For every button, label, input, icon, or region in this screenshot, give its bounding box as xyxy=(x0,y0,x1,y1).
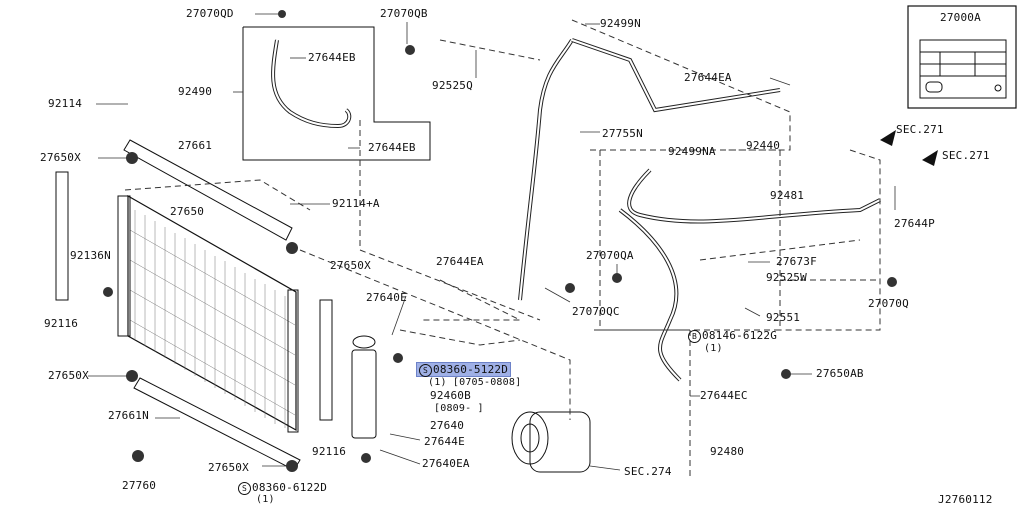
label-27644EC: 27644EC xyxy=(700,389,748,402)
label-27640EA: 27640EA xyxy=(422,457,470,470)
label-27650: 27650 xyxy=(170,205,205,218)
label-27673F: 27673F xyxy=(776,255,817,268)
label-SEC271-a: SEC.271 xyxy=(896,123,944,136)
label-27644EB-top: 27644EB xyxy=(308,51,356,64)
label-27070QD: 27070QD xyxy=(186,7,234,20)
receiver-tank-27640 xyxy=(351,349,377,439)
label-08360-6122D-sub: (1) xyxy=(256,494,275,505)
diagram-id: J2760112 xyxy=(938,493,993,506)
label-08360-5122D-sub: (1) [0705-0808] xyxy=(428,377,522,388)
label-SEC274: SEC.274 xyxy=(624,465,672,478)
label-27755N: 27755N xyxy=(602,127,643,140)
label-92481: 92481 xyxy=(770,189,805,202)
label-92499N: 92499N xyxy=(600,17,641,30)
condenser-27650 xyxy=(127,194,297,432)
pipe-92481 xyxy=(627,168,881,224)
label-92480: 92480 xyxy=(710,445,745,458)
label-08360-6122D-text: 08360-6122D xyxy=(252,481,328,494)
label-27650X-a: 27650X xyxy=(40,151,81,164)
label-27661N: 27661N xyxy=(108,409,149,422)
label-92116-mid: 92116 xyxy=(312,445,347,458)
label-27070QA: 27070QA xyxy=(586,249,634,262)
label-08146-6122G-sub: (1) xyxy=(704,343,723,354)
label-92116-left: 92116 xyxy=(44,317,79,330)
label-92460B: 92460B xyxy=(430,389,471,402)
label-92114A: 92114+A xyxy=(332,197,380,210)
label-92460B-sub: [0809- ] xyxy=(434,403,484,414)
label-27644EA-mid: 27644EA xyxy=(436,255,484,268)
label-27070QB: 27070QB xyxy=(380,7,428,20)
seal-92116-mid xyxy=(319,299,333,421)
circle-s-icon: S xyxy=(419,364,432,377)
label-27644E: 27644E xyxy=(424,435,465,448)
label-27000A: 27000A xyxy=(940,11,981,24)
seal-92116-left xyxy=(55,171,69,301)
compressor xyxy=(511,411,591,473)
label-92490: 92490 xyxy=(178,85,213,98)
label-box-27000A xyxy=(907,5,1017,109)
label-27650X-d: 27650X xyxy=(208,461,249,474)
label-27760: 27760 xyxy=(122,479,157,492)
label-27070Q: 27070Q xyxy=(868,297,909,310)
label-SEC271-b: SEC.271 xyxy=(942,149,990,162)
pipe-92440 xyxy=(518,38,574,301)
circle-s-icon: S xyxy=(238,482,251,495)
label-27644EB-low: 27644EB xyxy=(368,141,416,154)
label-27640E: 27640E xyxy=(366,291,407,304)
label-92499NA: 92499NA xyxy=(668,145,716,158)
seal-27661 xyxy=(123,139,293,241)
label-27661: 27661 xyxy=(178,139,213,152)
label-92525W: 92525W xyxy=(766,271,807,284)
label-27070QC: 27070QC xyxy=(572,305,620,318)
circle-b-icon: B xyxy=(688,330,701,343)
label-92440: 92440 xyxy=(746,139,781,152)
label-92114: 92114 xyxy=(48,97,83,110)
label-27650X-b: 27650X xyxy=(330,259,371,272)
label-92525Q: 92525Q xyxy=(432,79,473,92)
label-92136N: 92136N xyxy=(70,249,111,262)
label-08360-5122D-text: 08360-5122D xyxy=(433,363,509,376)
label-27640: 27640 xyxy=(430,419,465,432)
label-08146-6122G-text: 08146-6122G xyxy=(702,329,778,342)
label-27650AB: 27650AB xyxy=(816,367,864,380)
label-27650X-c: 27650X xyxy=(48,369,89,382)
hose-92490-box xyxy=(242,26,431,161)
label-27644P: 27644P xyxy=(894,217,935,230)
label-92551: 92551 xyxy=(766,311,801,324)
label-27644EA-top: 27644EA xyxy=(684,71,732,84)
